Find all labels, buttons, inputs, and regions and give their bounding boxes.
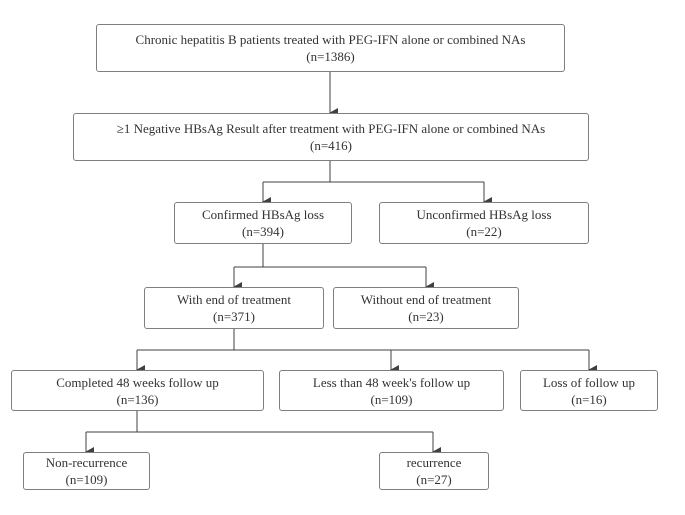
negative-result-box: ≥1 Negative HBsAg Result after treatment… [73, 113, 589, 161]
completed-48-title: Completed 48 weeks follow up [56, 374, 219, 390]
non-recurrence-title: Non-recurrence [45, 455, 128, 470]
without-end-count: (n=23) [408, 309, 444, 324]
unconfirmed-loss-box: Unconfirmed HBsAg loss (n=22) [379, 202, 589, 244]
patients-count: (n=1386) [306, 49, 355, 64]
loss-followup-title: Loss of follow up [542, 374, 636, 390]
without-end-box: Without end of treatment (n=23) [333, 287, 519, 329]
less-48-box: Less than 48 week's follow up (n=109) [279, 370, 504, 411]
negative-result-count: (n=416) [310, 138, 352, 153]
completed-48-box: Completed 48 weeks follow up (n=136) [11, 370, 264, 411]
completed-48-count: (n=136) [116, 391, 159, 407]
patients-title: Chronic hepatitis B patients treated wit… [135, 32, 526, 47]
non-recurrence-count: (n=109) [65, 472, 108, 487]
unconfirmed-loss-title: Unconfirmed HBsAg loss [416, 207, 552, 222]
recurrence-title: recurrence [406, 455, 462, 470]
loss-followup-box: Loss of follow up (n=16) [520, 370, 658, 411]
recurrence-count: (n=27) [416, 472, 452, 487]
patients-box: Chronic hepatitis B patients treated wit… [96, 24, 565, 72]
confirmed-loss-count: (n=394) [242, 224, 284, 239]
non-recurrence-box: Non-recurrence (n=109) [23, 452, 150, 490]
less-48-title: Less than 48 week's follow up [312, 374, 471, 390]
unconfirmed-loss-count: (n=22) [466, 224, 502, 239]
with-end-title: With end of treatment [177, 292, 291, 307]
with-end-box: With end of treatment (n=371) [144, 287, 324, 329]
loss-followup-count: (n=16) [571, 391, 607, 407]
less-48-count: (n=109) [370, 391, 413, 407]
confirmed-loss-title: Confirmed HBsAg loss [201, 207, 325, 222]
with-end-count: (n=371) [213, 309, 255, 324]
without-end-title: Without end of treatment [360, 292, 492, 307]
recurrence-box: recurrence (n=27) [379, 452, 489, 490]
confirmed-loss-box: Confirmed HBsAg loss (n=394) [174, 202, 352, 244]
negative-result-title: ≥1 Negative HBsAg Result after treatment… [116, 121, 546, 136]
